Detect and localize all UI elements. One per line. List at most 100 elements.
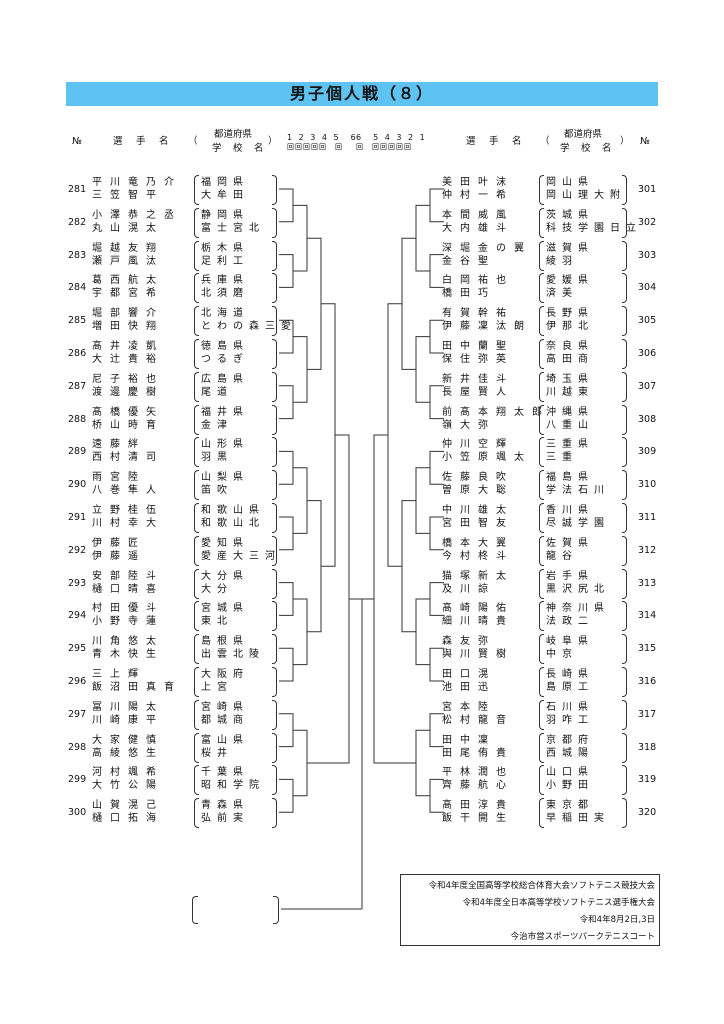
school-brace-right bbox=[272, 470, 277, 501]
school-brace-right bbox=[272, 339, 277, 369]
player-1-name: 冨川陽太 bbox=[92, 701, 164, 713]
prefecture: 愛媛県 bbox=[546, 275, 594, 287]
left-round-1-bracket bbox=[279, 778, 294, 813]
entry-number: 319 bbox=[638, 774, 657, 786]
prefecture: 富山県 bbox=[201, 734, 249, 746]
info-line-3: 令和4年8月2日,3日 bbox=[579, 915, 655, 925]
player-1-name: 葛西航太 bbox=[92, 275, 164, 287]
school-name: 桜井 bbox=[201, 747, 233, 759]
player-2-name: 橋田巧 bbox=[442, 288, 496, 300]
entry-number: 305 bbox=[638, 315, 657, 327]
left-round-1-bracket bbox=[279, 516, 294, 551]
player-1-name: 川角悠太 bbox=[92, 636, 164, 648]
school-name: 尽誠学園 bbox=[546, 518, 610, 529]
player-2-name: 今村柊斗 bbox=[442, 550, 514, 562]
left-round-5-bracket bbox=[335, 434, 350, 764]
left-round-3-bracket bbox=[307, 237, 322, 370]
school-brace-left bbox=[194, 240, 199, 271]
header-paren-open-right: （ bbox=[540, 136, 550, 147]
school-brace-left bbox=[539, 207, 544, 238]
entry-number: 292 bbox=[68, 544, 87, 556]
player-1-name: 本間威風 bbox=[442, 209, 514, 221]
prefecture: 東京都 bbox=[546, 800, 594, 812]
player-1-name: 仲川空輝 bbox=[442, 439, 514, 451]
prefecture: 長野県 bbox=[546, 308, 594, 320]
school-name: 島原工 bbox=[546, 682, 594, 693]
prefecture: 香川県 bbox=[546, 505, 594, 516]
header-pref-left: 都道府県 bbox=[214, 129, 253, 140]
player-2-name: 宮田智友 bbox=[442, 518, 514, 529]
school-brace-left bbox=[194, 437, 199, 468]
player-2-name: 西村清司 bbox=[92, 452, 164, 464]
school-brace-right bbox=[622, 732, 627, 763]
header-player-left: 選 手 名 bbox=[113, 136, 171, 147]
player-1-name: 遠藤絆 bbox=[92, 439, 146, 451]
school-name: 富士宮北 bbox=[201, 222, 265, 234]
school-brace-left bbox=[539, 667, 544, 697]
school-name: 足利工 bbox=[201, 255, 249, 267]
entry-number: 296 bbox=[68, 676, 87, 687]
school-brace-left bbox=[194, 601, 199, 632]
entry-number: 287 bbox=[68, 380, 87, 392]
entry-number: 295 bbox=[68, 643, 87, 655]
school-brace-right bbox=[622, 371, 627, 402]
player-1-name: 田中蘭聖 bbox=[442, 341, 514, 352]
right-round-1-bracket bbox=[429, 254, 444, 288]
player-1-name: 三上輝 bbox=[92, 669, 146, 680]
school-name: 川越東 bbox=[546, 386, 594, 398]
right-round-4-bracket bbox=[387, 303, 402, 567]
player-2-name: 樋口拓海 bbox=[92, 813, 164, 825]
school-brace-left bbox=[194, 306, 199, 337]
left-round-1-bracket bbox=[279, 188, 294, 223]
prefecture: 宮崎県 bbox=[201, 701, 249, 713]
school-brace-right bbox=[272, 404, 277, 435]
school-brace-left bbox=[194, 699, 199, 730]
prefecture: 山梨県 bbox=[201, 472, 249, 484]
prefecture: 沖縄県 bbox=[546, 406, 594, 418]
school-name: 済美 bbox=[546, 288, 578, 300]
school-brace-right bbox=[272, 535, 277, 566]
left-round-2-bracket bbox=[293, 336, 308, 403]
player-1-name: 森友弥 bbox=[442, 636, 496, 648]
entry-number: 307 bbox=[638, 380, 657, 392]
player-1-name: 山賀滉己 bbox=[92, 800, 164, 812]
player-2-name: 大内雄斗 bbox=[442, 222, 514, 234]
player-2-name: 曽原大聡 bbox=[442, 485, 514, 497]
school-brace-left bbox=[194, 207, 199, 238]
school-name: 出雲北陵 bbox=[201, 649, 265, 661]
school-name: つるぎ bbox=[201, 354, 249, 365]
school-name: 龍谷 bbox=[546, 550, 578, 562]
school-brace-left bbox=[539, 339, 544, 369]
prefecture: 宮城県 bbox=[201, 603, 249, 615]
school-brace-left bbox=[194, 798, 199, 829]
left-round-1-bracket bbox=[279, 254, 294, 288]
school-name: 都城商 bbox=[201, 714, 249, 726]
entry-number: 304 bbox=[638, 282, 657, 294]
school-name: 尾道 bbox=[201, 386, 233, 398]
player-2-name: 松村龍音 bbox=[442, 714, 514, 726]
prefecture: 大阪府 bbox=[201, 669, 249, 680]
player-2-name: 宇都宮希 bbox=[92, 288, 164, 300]
entry-number: 315 bbox=[638, 643, 657, 655]
player-2-name: 池田迅 bbox=[442, 682, 496, 693]
left-round-2-bracket bbox=[293, 467, 308, 534]
entry-number: 312 bbox=[638, 544, 657, 556]
school-name: 中京 bbox=[546, 649, 578, 661]
player-1-name: 髙井凌凱 bbox=[92, 341, 164, 352]
school-brace-left bbox=[539, 568, 544, 599]
player-2-name: 高綾悠生 bbox=[92, 747, 164, 759]
school-name: 西城陽 bbox=[546, 747, 594, 759]
player-1-name: 田中凜 bbox=[442, 734, 496, 746]
school-name: 学法石川 bbox=[546, 485, 610, 497]
school-name: 小野田 bbox=[546, 780, 594, 792]
